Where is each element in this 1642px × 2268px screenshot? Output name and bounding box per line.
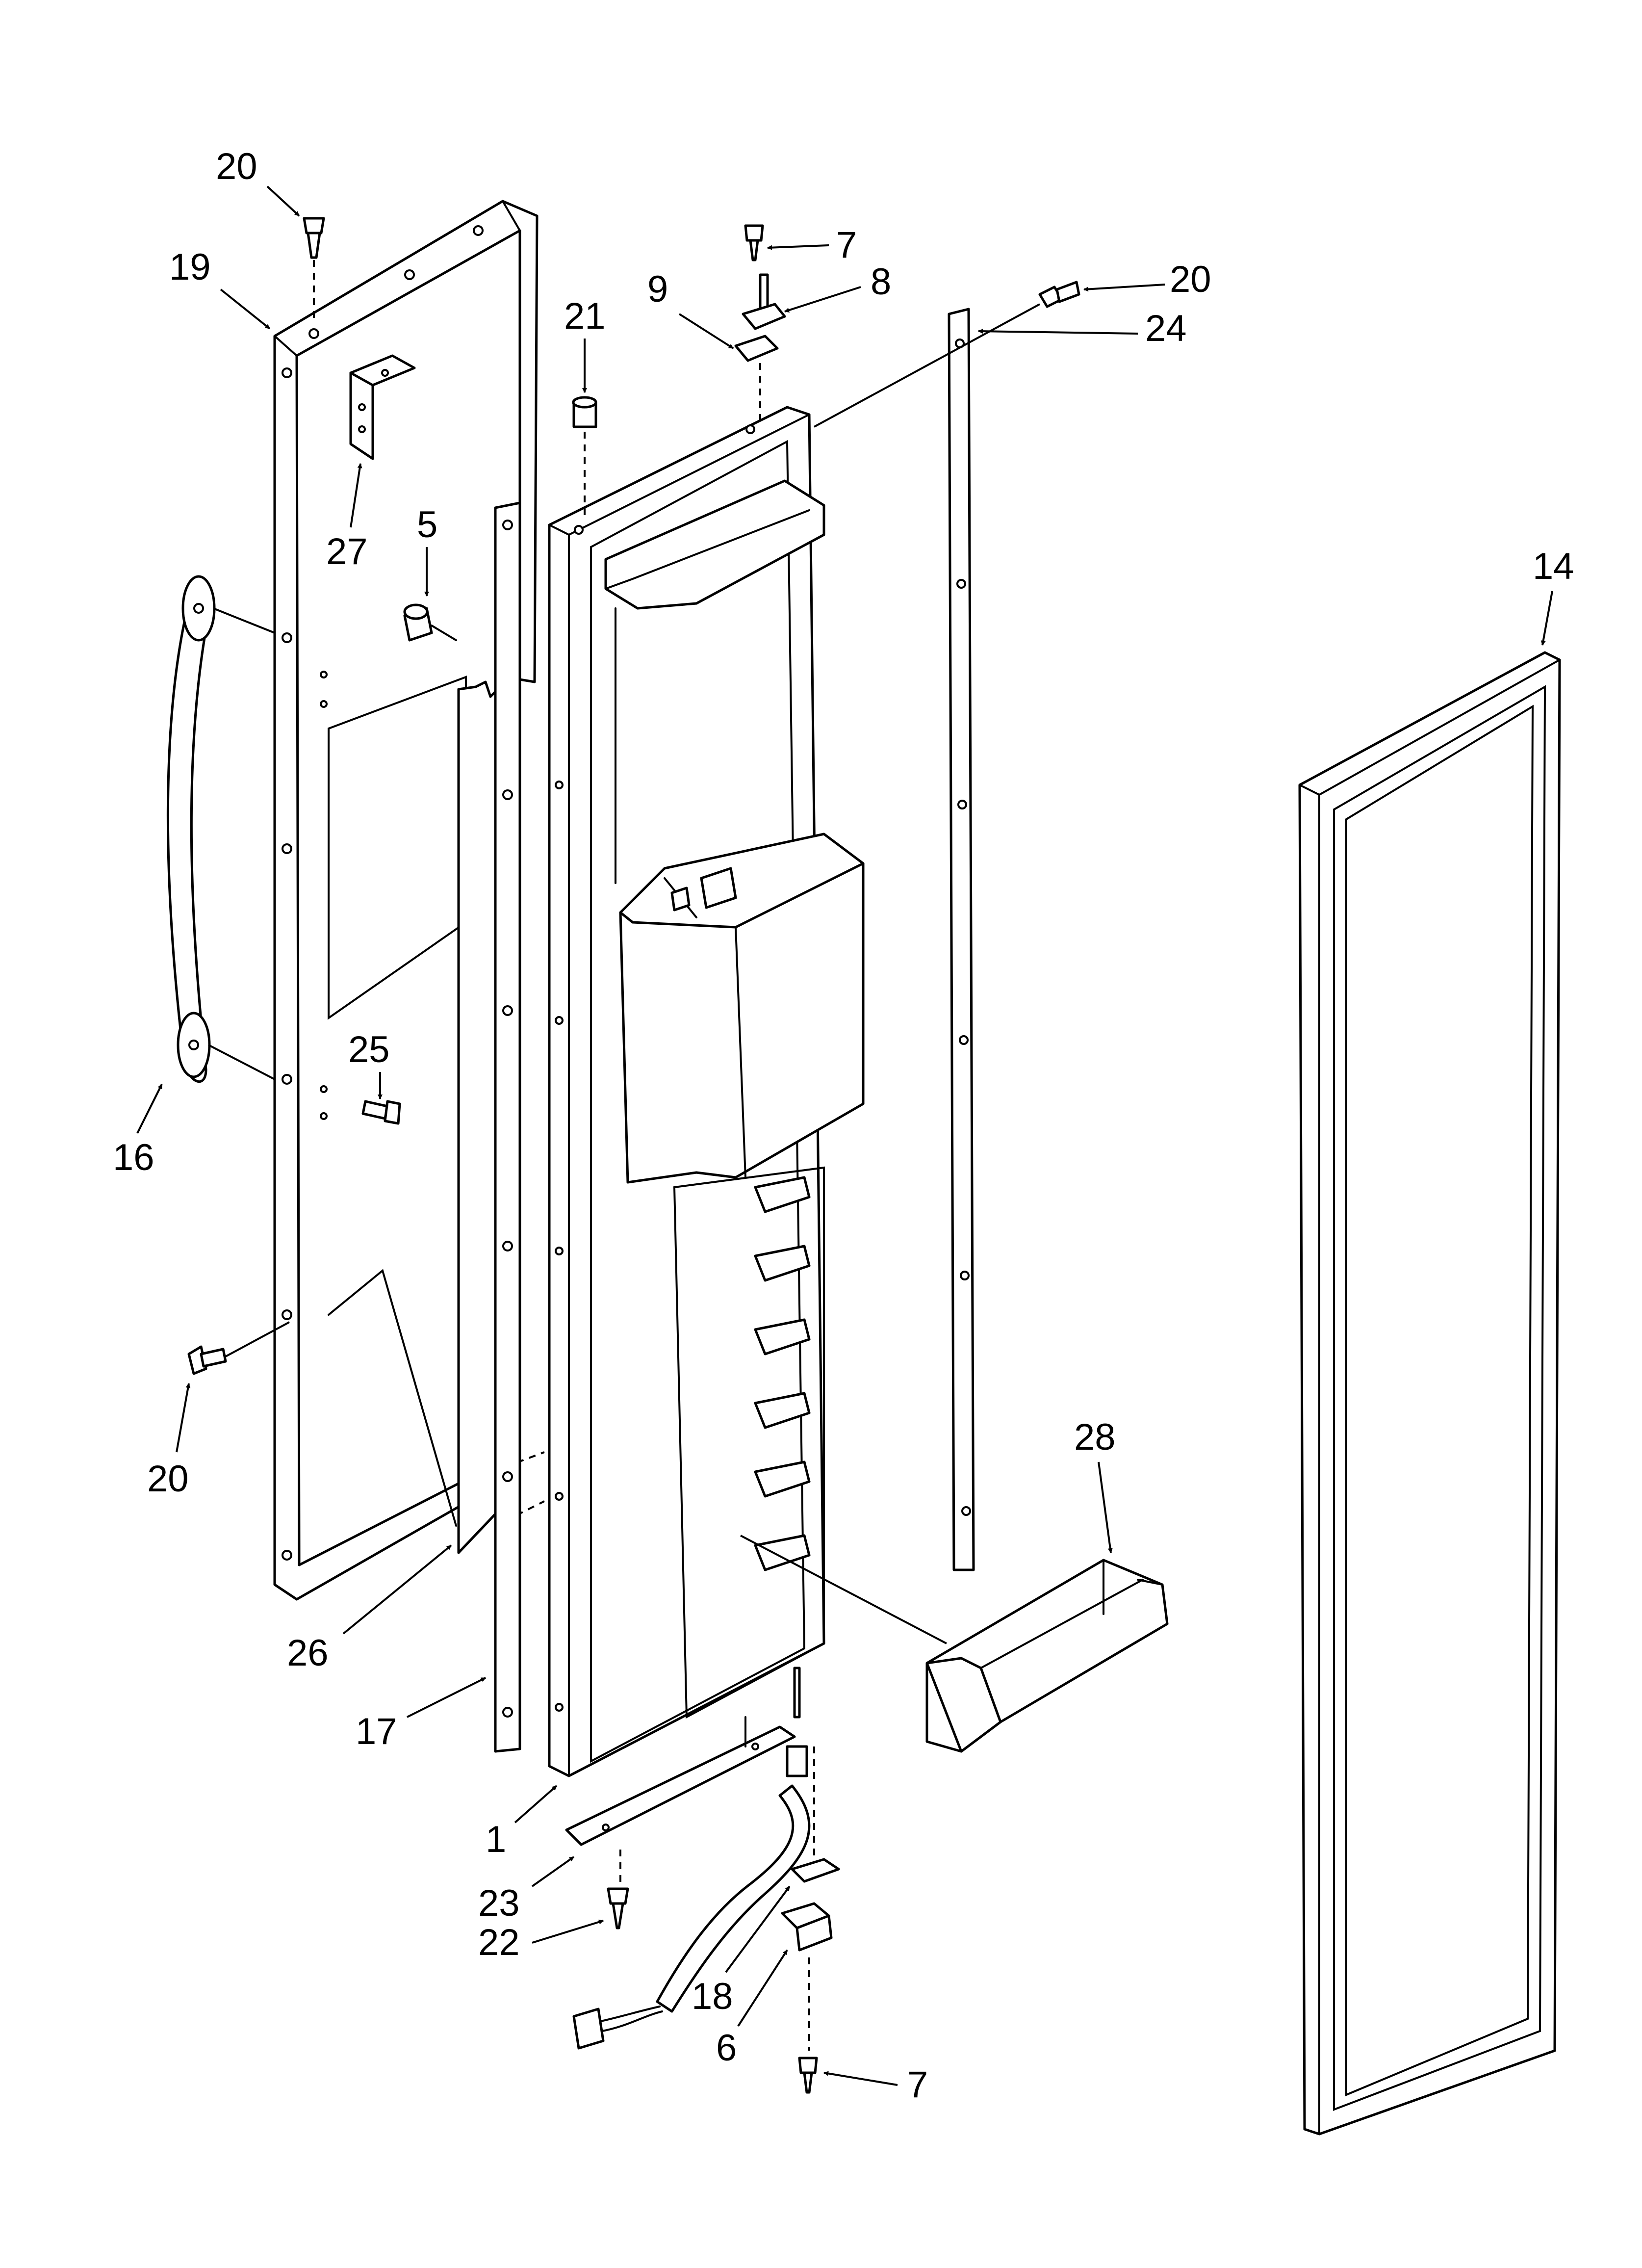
door-gasket [1298,651,1561,2136]
water-tube-harness [572,1667,811,2050]
callout-16: 16 [113,1084,163,1178]
callout-label: 9 [647,268,668,310]
callout-label: 18 [692,1976,733,2017]
screw-20-right [1038,281,1080,308]
callout-label: 20 [216,146,257,187]
callout-label: 5 [417,504,437,546]
callout-20-lower: 20 [147,1383,191,1500]
callout-label: 17 [356,1711,397,1752]
callout-27: 27 [326,463,368,573]
callout-label: 23 [478,1882,520,1924]
callout-5: 5 [417,504,437,597]
callout-22: 22 [478,1919,604,1963]
callout-label: 24 [1145,308,1187,349]
callout-label: 8 [871,261,891,303]
callout-6: 6 [716,1949,788,2069]
door-stop-plug [572,396,597,520]
callout-8: 8 [784,261,891,313]
callout-label: 19 [169,246,211,288]
bottom-screw-22 [607,1887,629,1929]
callout-19: 19 [169,246,271,330]
bottom-bracket [565,1716,796,1884]
screw-20-lower [187,1321,290,1375]
bottom-hinge-screw [798,2057,818,2094]
door-bin [740,1535,1169,1753]
callout-label: 7 [836,224,857,266]
callout-label: 20 [1170,259,1211,300]
callout-23: 23 [478,1856,575,1924]
spacer [403,603,457,642]
top-hinge-pin [742,273,786,330]
top-hinge-screw [744,224,764,261]
callout-18: 18 [692,1885,791,2017]
callout-label: 22 [478,1922,520,1963]
dispenser-top-housing [604,479,825,884]
callout-label: 21 [564,295,606,337]
callout-label: 25 [348,1029,390,1070]
top-hinge-shim [734,335,779,422]
panel-cutout-lower [328,1269,457,1527]
bottom-hinge-shim [791,1747,840,1883]
callout-label: 28 [1074,1416,1116,1458]
callout-label: 7 [907,2064,928,2106]
callout-label: 16 [113,1137,154,1178]
callout-label: 14 [1533,546,1574,587]
hinge-bracket [349,354,416,460]
callout-label: 26 [287,1632,329,1674]
callout-21: 21 [564,295,606,393]
callout-17: 17 [356,1677,486,1752]
panel-cutout-upper [328,676,467,1020]
callout-20-top: 20 [216,146,300,217]
callout-7-top: 7 [767,224,857,266]
screw-25 [361,1100,401,1125]
callout-label: 27 [326,531,368,573]
callout-9: 9 [647,268,734,349]
callout-1: 1 [486,1785,558,1860]
callout-label: 6 [716,2027,737,2069]
callout-24: 24 [978,308,1187,349]
callout-26: 26 [287,1544,452,1674]
door-shelf-rack [673,1166,825,1719]
callout-20-right: 20 [1083,259,1211,300]
screw-20-top [303,217,325,319]
callout-28: 28 [1074,1416,1116,1553]
gasket-strip-left [494,501,521,1753]
callout-label: 20 [147,1458,189,1500]
callout-label: 1 [486,1819,506,1860]
callout-7-bottom: 7 [823,2064,928,2106]
dispenser-cabinet [619,833,865,1184]
bottom-hinge [781,1902,833,2051]
callout-14: 14 [1533,546,1574,646]
callout-25: 25 [348,1029,390,1099]
gasket-strip-right [814,303,1040,1571]
door-handle [166,575,275,1083]
